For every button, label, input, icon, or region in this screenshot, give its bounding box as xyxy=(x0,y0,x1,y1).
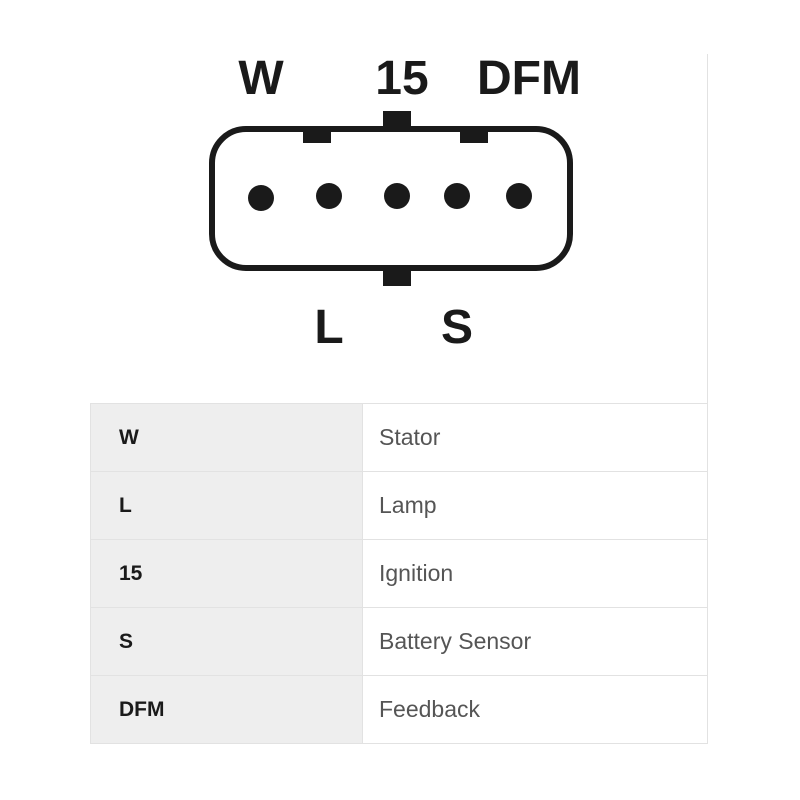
label-l: L xyxy=(314,301,343,354)
pin-5 xyxy=(506,183,532,209)
pin-code-cell: W xyxy=(90,403,363,472)
key-top-center xyxy=(383,111,411,129)
pin-description-cell: Ignition xyxy=(362,539,708,608)
table-row: DFM Feedback xyxy=(90,675,708,744)
pin-code-cell: S xyxy=(90,607,363,676)
pin-description-cell: Lamp xyxy=(362,471,708,540)
connector-diagram: W 15 DFM L S xyxy=(209,52,581,354)
label-15: 15 xyxy=(375,52,428,105)
divider-line xyxy=(707,54,708,404)
pin-function-table: W Stator L Lamp 15 Ignition S Battery Se… xyxy=(90,403,708,744)
pin-code-cell: 15 xyxy=(90,539,363,608)
pin-description-cell: Stator xyxy=(362,403,708,472)
pin-description-cell: Feedback xyxy=(362,675,708,744)
table-row: W Stator xyxy=(90,403,708,472)
label-s: S xyxy=(441,301,473,354)
key-bottom-center xyxy=(383,265,411,286)
pin-3 xyxy=(384,183,410,209)
label-w: W xyxy=(238,52,284,105)
table-row: 15 Ignition xyxy=(90,539,708,608)
pin-code-cell: DFM xyxy=(90,675,363,744)
table-row: L Lamp xyxy=(90,471,708,540)
key-top-right xyxy=(460,127,488,143)
pin-4 xyxy=(444,183,470,209)
key-top-left xyxy=(303,127,331,143)
pin-2 xyxy=(316,183,342,209)
label-dfm: DFM xyxy=(477,52,581,105)
table-row: S Battery Sensor xyxy=(90,607,708,676)
pin-1 xyxy=(248,185,274,211)
pin-description-cell: Battery Sensor xyxy=(362,607,708,676)
pin-code-cell: L xyxy=(90,471,363,540)
